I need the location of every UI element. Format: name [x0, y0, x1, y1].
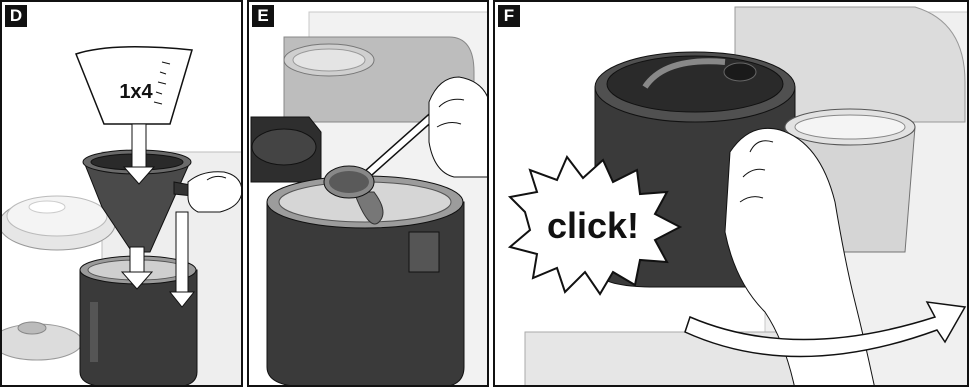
measuring-cup: 1x4	[76, 47, 192, 124]
panel-e: E	[247, 0, 489, 387]
measure-cup-label: 1x4	[119, 81, 153, 103]
click-label: click!	[547, 205, 639, 246]
panel-label-f: F	[498, 5, 520, 27]
panel-label-e: E	[252, 5, 274, 27]
panel-d-illustration: 1x4	[2, 2, 243, 387]
panel-e-illustration	[249, 2, 489, 387]
water-tank	[267, 202, 464, 387]
panel-d: D 1x4	[0, 0, 243, 387]
hand	[188, 172, 242, 212]
panel-f: F click!	[493, 0, 969, 387]
panel-f-illustration: click!	[495, 2, 969, 387]
panel-label-d: D	[5, 5, 27, 27]
